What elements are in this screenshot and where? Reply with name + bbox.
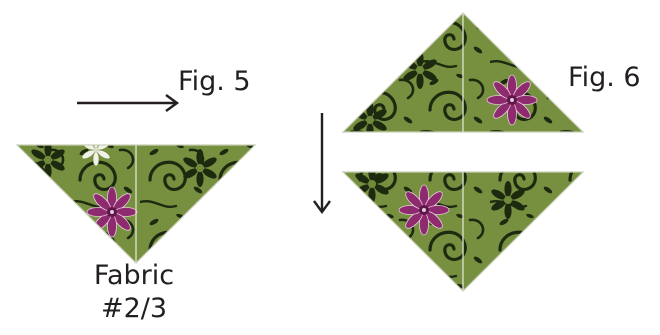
fig5-label: Fig. 5 — [178, 66, 251, 97]
fig6-bottom-triangle — [341, 171, 585, 292]
down-arrow-icon — [313, 113, 331, 215]
fabric-label: Fabric — [93, 260, 175, 291]
fig5-triangle — [15, 144, 257, 264]
fabric-number: #2/3 — [100, 293, 168, 324]
right-arrow-icon — [77, 94, 180, 112]
fig6-label: Fig. 6 — [568, 62, 641, 93]
fig6-top-triangle — [341, 12, 585, 133]
